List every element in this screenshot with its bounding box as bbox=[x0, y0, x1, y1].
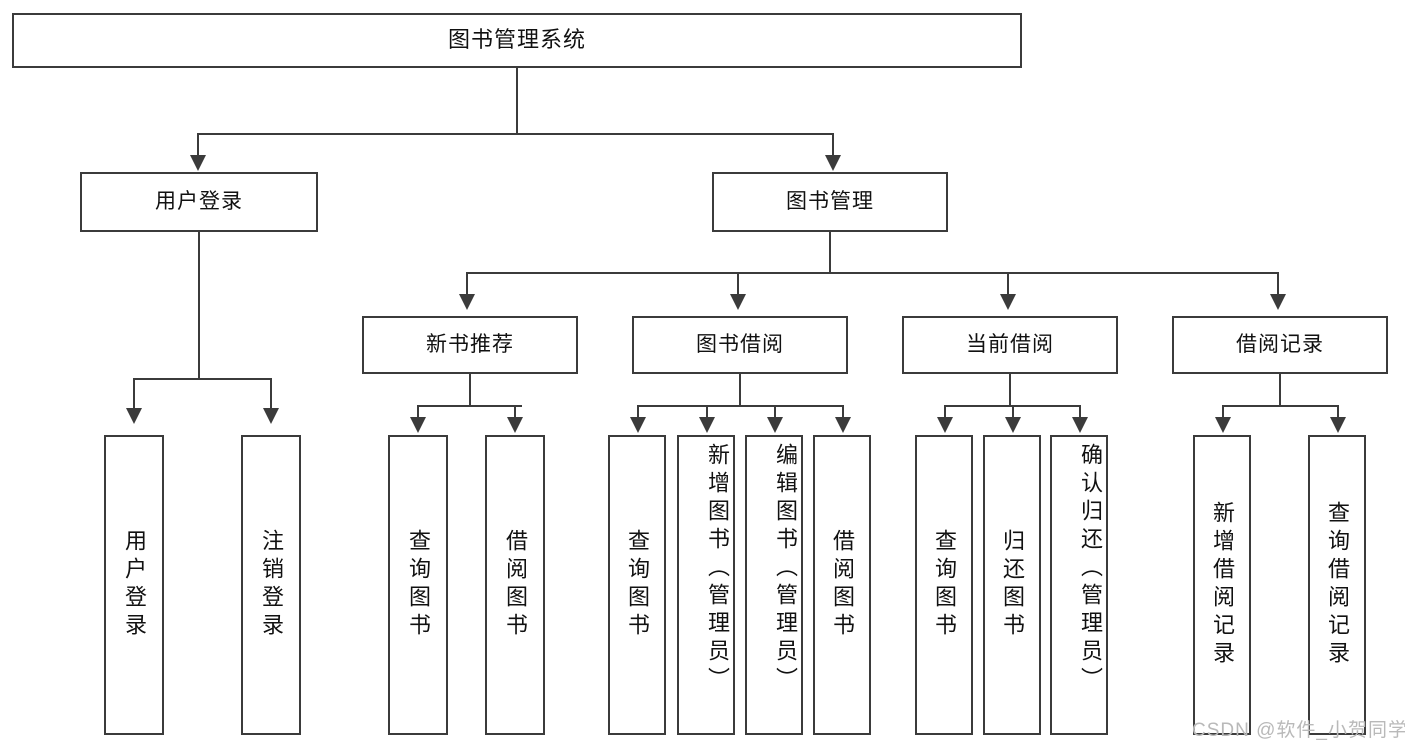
connector-book-mgmt-drop-1 bbox=[466, 272, 468, 296]
connector-user-login-bus bbox=[133, 378, 270, 380]
connector-book-mgmt-drop-2 bbox=[737, 272, 739, 296]
connector-user-login-stem bbox=[198, 232, 200, 378]
leaf-bb-borrow-book[interactable]: 借阅图书 bbox=[813, 435, 871, 735]
leaf-cb-confirm-return[interactable]: 确认归还（管理员） bbox=[1050, 435, 1108, 735]
connector-cb-drop-3 bbox=[1079, 405, 1081, 419]
arrowhead-nb-borrow-book bbox=[507, 417, 523, 433]
connector-book-mgmt-bus bbox=[466, 272, 1278, 274]
arrowhead-leaf-user-login bbox=[126, 408, 142, 424]
leaf-nb-borrow-book[interactable]: 借阅图书 bbox=[485, 435, 545, 735]
connector-br-drop-2 bbox=[1337, 405, 1339, 419]
arrowhead-bb-edit-book bbox=[767, 417, 783, 433]
arrowhead-user-login bbox=[190, 155, 206, 171]
node-root-library-system[interactable]: 图书管理系统 bbox=[12, 13, 1022, 68]
connector-book-mgmt-drop-3 bbox=[1007, 272, 1009, 296]
arrowhead-cb-return-book bbox=[1005, 417, 1021, 433]
connector-new-book-bus bbox=[417, 405, 522, 407]
leaf-nb-query-book[interactable]: 查询图书 bbox=[388, 435, 448, 735]
connector-br-drop-1 bbox=[1222, 405, 1224, 419]
connector-borrow-record-bus bbox=[1222, 405, 1339, 407]
arrowhead-nb-query-book bbox=[410, 417, 426, 433]
arrowhead-book-mgmt bbox=[825, 155, 841, 171]
leaf-br-query-record[interactable]: 查询借阅记录 bbox=[1308, 435, 1366, 735]
node-borrow-record[interactable]: 借阅记录 bbox=[1172, 316, 1388, 374]
leaf-logout[interactable]: 注销登录 bbox=[241, 435, 301, 735]
node-current-borrow[interactable]: 当前借阅 bbox=[902, 316, 1118, 374]
connector-book-borrow-stem bbox=[739, 374, 741, 405]
arrowhead-bb-query-book bbox=[630, 417, 646, 433]
arrowhead-br-query-record bbox=[1330, 417, 1346, 433]
connector-bb-drop-3 bbox=[774, 405, 776, 419]
connector-borrow-record-stem bbox=[1279, 374, 1281, 405]
arrowhead-new-book-recommend bbox=[459, 294, 475, 310]
arrowhead-cb-confirm-return bbox=[1072, 417, 1088, 433]
arrowhead-borrow-record bbox=[1270, 294, 1286, 310]
leaf-cb-query-book[interactable]: 查询图书 bbox=[915, 435, 973, 735]
connector-new-book-drop-2 bbox=[514, 405, 516, 419]
arrowhead-book-borrow bbox=[730, 294, 746, 310]
connector-user-login-drop-1 bbox=[133, 378, 135, 410]
leaf-cb-return-book[interactable]: 归还图书 bbox=[983, 435, 1041, 735]
connector-user-login-drop-2 bbox=[270, 378, 272, 410]
node-new-book-recommend[interactable]: 新书推荐 bbox=[362, 316, 578, 374]
connector-root-to-user-login bbox=[197, 133, 199, 157]
connector-current-borrow-stem bbox=[1009, 374, 1011, 405]
node-book-management[interactable]: 图书管理 bbox=[712, 172, 948, 232]
arrowhead-cb-query-book bbox=[937, 417, 953, 433]
arrowhead-br-add-record bbox=[1215, 417, 1231, 433]
arrowhead-current-borrow bbox=[1000, 294, 1016, 310]
arrowhead-bb-add-book bbox=[699, 417, 715, 433]
connector-cb-drop-2 bbox=[1012, 405, 1014, 419]
leaf-user-login[interactable]: 用户登录 bbox=[104, 435, 164, 735]
connector-root-bus bbox=[197, 133, 834, 135]
connector-root-stem bbox=[516, 68, 518, 133]
connector-bb-drop-1 bbox=[637, 405, 639, 419]
node-book-borrow[interactable]: 图书借阅 bbox=[632, 316, 848, 374]
node-user-login[interactable]: 用户登录 bbox=[80, 172, 318, 232]
connector-book-borrow-bus bbox=[637, 405, 843, 407]
leaf-bb-add-book[interactable]: 新增图书（管理员） bbox=[677, 435, 735, 735]
arrowhead-bb-borrow-book bbox=[835, 417, 851, 433]
connector-cb-drop-1 bbox=[944, 405, 946, 419]
leaf-bb-query-book[interactable]: 查询图书 bbox=[608, 435, 666, 735]
connector-book-mgmt-stem bbox=[829, 232, 831, 272]
connector-root-to-book-mgmt bbox=[832, 133, 834, 157]
leaf-bb-edit-book[interactable]: 编辑图书（管理员） bbox=[745, 435, 803, 735]
connector-bb-drop-2 bbox=[706, 405, 708, 419]
connector-book-mgmt-drop-4 bbox=[1277, 272, 1279, 296]
connector-bb-drop-4 bbox=[842, 405, 844, 419]
arrowhead-leaf-logout bbox=[263, 408, 279, 424]
connector-new-book-stem bbox=[469, 374, 471, 405]
connector-new-book-drop-1 bbox=[417, 405, 419, 419]
leaf-br-add-record[interactable]: 新增借阅记录 bbox=[1193, 435, 1251, 735]
